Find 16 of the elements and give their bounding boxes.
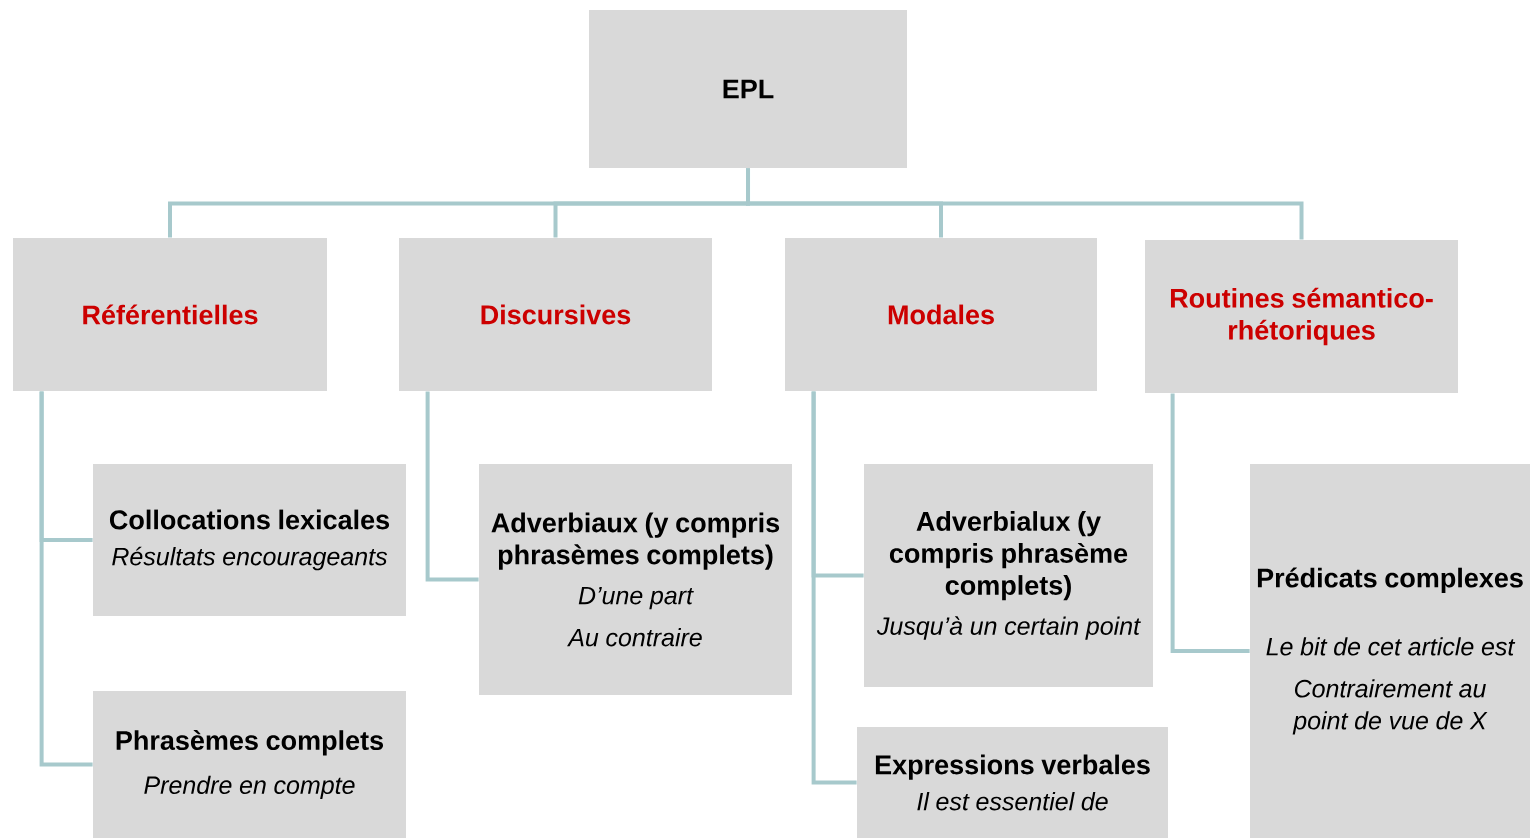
connector-line (425, 391, 479, 582)
connector-line (811, 391, 857, 785)
text-box: Routines sémantico-rhétoriques (1145, 240, 1458, 393)
text-box: Collocations lexicales Résultats encourageants (93, 464, 406, 616)
text-box: Modales (785, 238, 1097, 391)
text-box: Référentielles (13, 238, 327, 391)
text-box: Prédicats complexes Le bit de cet article est Contrairement au point de vue de X (1250, 464, 1530, 838)
connector-line (39, 391, 93, 767)
connector-line (1170, 393, 1250, 653)
connector-line (746, 168, 1304, 240)
text-box: Adverbialux (y compris phrasème complets) Jusqu’à un certain point (864, 464, 1153, 687)
text-box: Adverbiaux (y compris phrasèmes complets) D’une part Au contraire (479, 464, 792, 695)
text-box: Expressions verbales Il est essentiel de (857, 727, 1168, 838)
text-box: EPL (589, 10, 907, 168)
text-box: Phrasèmes complets Prendre en compte (93, 691, 406, 838)
text-box: Discursives (399, 238, 712, 391)
